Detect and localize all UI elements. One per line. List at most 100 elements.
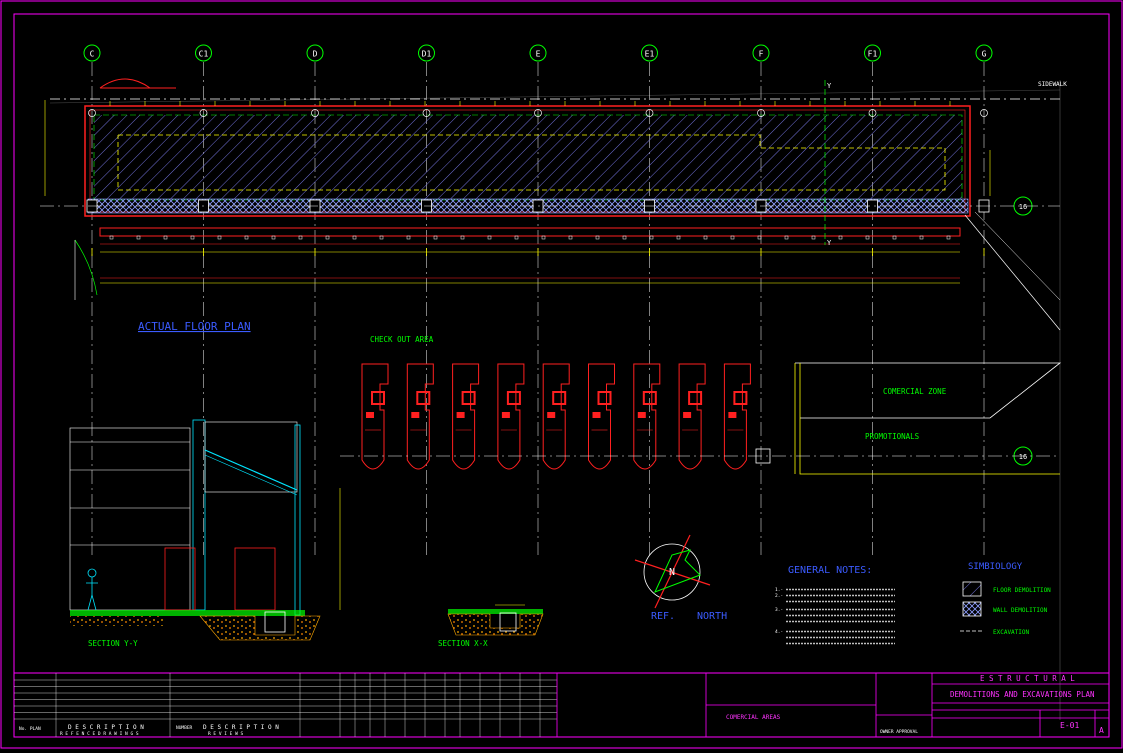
north-label: NORTH [697,611,727,622]
column-top-d [311,109,319,117]
y-axis-label-top: Y [827,82,832,90]
building-wall [84,105,971,217]
wall-stud [271,235,276,240]
wall-stud [298,235,303,240]
title-owner-approval: OWNER APPROVAL [880,729,918,735]
grid-axis-label-e: E [536,50,541,59]
section-xx-drawing [447,604,544,636]
title-reference-header: D E S C R I P T I O N [68,724,144,731]
checkout-counter [542,363,570,470]
simbiology-floor-demolition: FLOOR DEMOLITION [993,587,1051,594]
y-axis-label-bottom: Y [827,239,832,247]
wall-stud [244,235,249,240]
wall-stud [352,235,357,240]
wall-stud [541,235,546,240]
checkout-counter [678,363,706,470]
wall-stud [757,235,762,240]
grid-bubble-c1 [195,44,212,62]
checkout-counters [361,363,771,470]
title-revisions-header: D E S C R I P T I O N [203,724,279,731]
column-top-d1 [422,109,431,117]
wall-stud [163,235,168,240]
checkout-counter [588,363,615,470]
general-notes-lines [786,588,895,645]
north-arrow-icon [634,534,711,609]
section-xx-label: SECTION X-X [438,639,488,648]
general-notes-title: GENERAL NOTES: [788,565,872,576]
actual-floor-plan-label: ACTUAL FLOOR PLAN [138,320,251,333]
grid-bubble-d1 [418,44,435,62]
wall-stud [433,235,438,240]
grid-bubble-e [529,44,547,62]
simbiology-legend-swatches [960,581,984,632]
grid-axis-label-g: G [982,50,987,59]
wall-stud [622,235,627,240]
wall-stud [784,235,789,240]
sidewalk-label: SIDEWALK [1038,81,1067,88]
title-sheet-number: E-01 [1060,721,1079,730]
wall-stud [379,235,384,240]
grid-bubble-g [975,44,993,62]
grid-axis-label-e1: E1 [645,50,655,59]
title-reference-sub: R E F E N C E D R A W I N G S [60,731,139,737]
note-item-4: 4.- [775,629,783,635]
wall-stud [892,235,897,240]
wall-stud [946,235,951,240]
checkout-counter [452,363,480,470]
column-top-c1 [199,109,208,117]
wall-stud [919,235,924,240]
wall-stud [568,235,573,240]
wall-stud [703,235,708,240]
grid-axis-label-d: D [313,50,318,59]
grid-axis-label-d1: D1 [422,50,432,59]
simbiology-excavation: EXCAVATION [993,629,1030,636]
section-yy-drawing [69,419,341,641]
comercial-zone-outline [794,362,1062,475]
checkout-counter [633,363,661,470]
grid-axis-label-f1: F1 [868,50,878,59]
note-item-2: 2.- [775,593,783,599]
wall-stud [406,235,411,240]
grid-axis-label-f: F [759,50,764,59]
grid-bubble-f1 [864,44,881,62]
title-revisions-sub: R E V I E W S [208,731,244,737]
row-axis-label-1: 16 [1019,203,1027,211]
title-discipline: E S T R U C T U R A L [980,674,1075,683]
title-area-name: COMERCIAL AREAS [726,714,781,721]
wall-stud [190,235,195,240]
wall-stud [109,235,114,240]
title-block [13,672,1110,738]
checkout-counter [406,363,434,470]
north-letter: N [669,567,675,578]
wall-stud [865,235,870,240]
ref-label: REF. [651,611,675,622]
column-top-g [980,109,988,117]
wall-stud [460,235,465,240]
section-yy-label: SECTION Y-Y [88,639,138,648]
grid-bubble-d [306,44,324,62]
simbiology-wall-demolition: WALL DEMOLITION [993,607,1048,614]
title-revision: A [1099,726,1104,735]
promotionals-label: PROMOTIONALS [865,432,920,441]
title-no-plan: No. PLAN [19,726,41,732]
checkout-counter [361,363,389,470]
column-top-c [88,109,96,117]
column-top-e [534,109,542,117]
checkout-counter [723,363,751,470]
column-top-e1 [645,109,654,117]
grid-bubble-c [83,44,101,62]
grid-axis-label-c1: C1 [199,50,209,59]
comercial-zone-label: COMERCIAL ZONE [883,387,947,396]
column-top-f [757,109,765,117]
note-item-1: 1.- [775,587,783,593]
check-out-area-label: CHECK OUT AREA [370,335,434,344]
wall-stud [730,235,735,240]
wall-stud [838,235,843,240]
wall-stud [649,235,654,240]
grid-bubble-e1 [641,44,658,62]
row-axis-label-2: 16 [1019,453,1027,461]
wall-stud [514,235,519,240]
grid-axis-label-c: C [90,50,95,59]
